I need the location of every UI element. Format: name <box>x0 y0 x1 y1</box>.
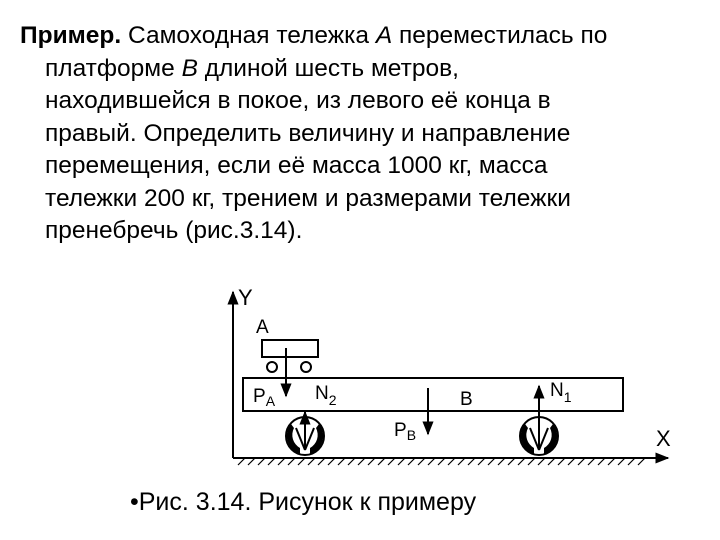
problem-text-1a: Самоходная тележка <box>121 22 376 49</box>
figure-caption: •Рис. 3.14. Рисунок к примеру <box>130 488 477 516</box>
problem-text: Пример. Самоходная тележка А переместила… <box>20 20 710 248</box>
problem-line-1: Пример. Самоходная тележка А переместила… <box>20 20 710 53</box>
problem-cart-ref: А <box>375 22 393 49</box>
problem-line-7: пренебречь (рис.3.14). <box>45 217 303 244</box>
y-axis-label: Y <box>238 285 253 310</box>
cart-wheel-right <box>300 361 312 373</box>
x-axis-label: X <box>656 426 671 451</box>
cart-label: A <box>256 317 269 338</box>
platform-label: B <box>460 389 473 410</box>
problem-text-2a: платформе <box>45 54 182 82</box>
problem-label: Пример. <box>20 22 122 49</box>
problem-line-4: правый. Определить величину и направлени… <box>45 119 571 147</box>
problem-text-1b: переместилась по <box>392 22 608 49</box>
force-n2-label: N2 <box>315 383 337 408</box>
force-pb-label: PB <box>394 420 416 443</box>
problem-line-5: перемещения, если её масса 1000 кг, масс… <box>45 152 548 179</box>
problem-line-3: находившейся в покое, из левого её конца… <box>45 87 551 114</box>
problem-platform-ref: В <box>181 54 198 82</box>
problem-line-6: тележки 200 кг, трением и размерами теле… <box>45 184 571 212</box>
cart-wheel-left <box>266 361 278 373</box>
cart-body <box>261 339 319 358</box>
platform-body <box>242 377 624 412</box>
force-pa-label: PA <box>253 386 276 409</box>
problem-text-2b: длиной шесть метров, <box>197 54 459 82</box>
problem-line-2: платформе В длиной шесть метров, <box>20 53 710 86</box>
ground-hatching <box>237 457 646 466</box>
force-n1-label: N1 <box>550 380 572 405</box>
